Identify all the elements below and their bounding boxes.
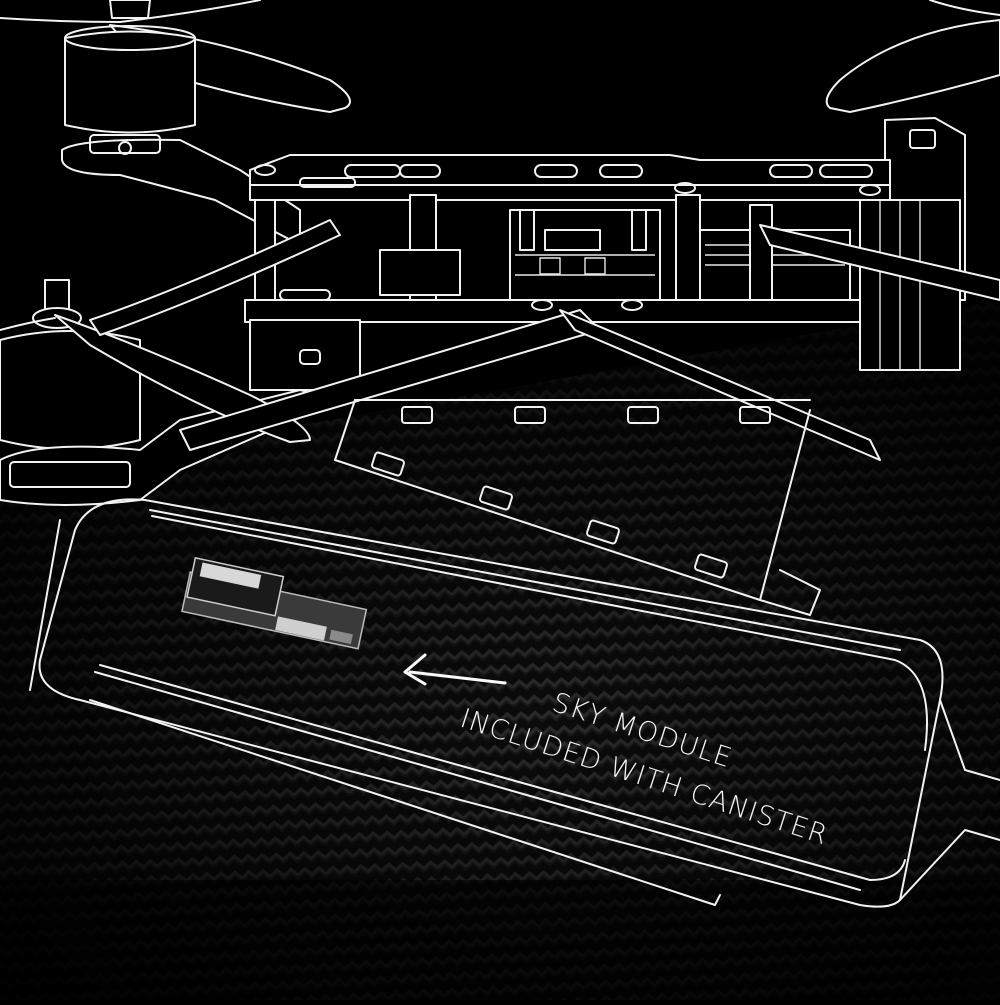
sky-module-board [181, 557, 368, 650]
frame-top-plate [249, 154, 891, 201]
motor-mount-top-left [61, 134, 301, 246]
frame-arms [89, 219, 1000, 461]
canister-mount-plate [334, 399, 821, 616]
canister [29, 498, 1000, 908]
left-arrow-icon [403, 653, 507, 686]
carbon-fiber-background [0, 300, 1000, 1000]
propeller-top-left [0, 0, 351, 134]
